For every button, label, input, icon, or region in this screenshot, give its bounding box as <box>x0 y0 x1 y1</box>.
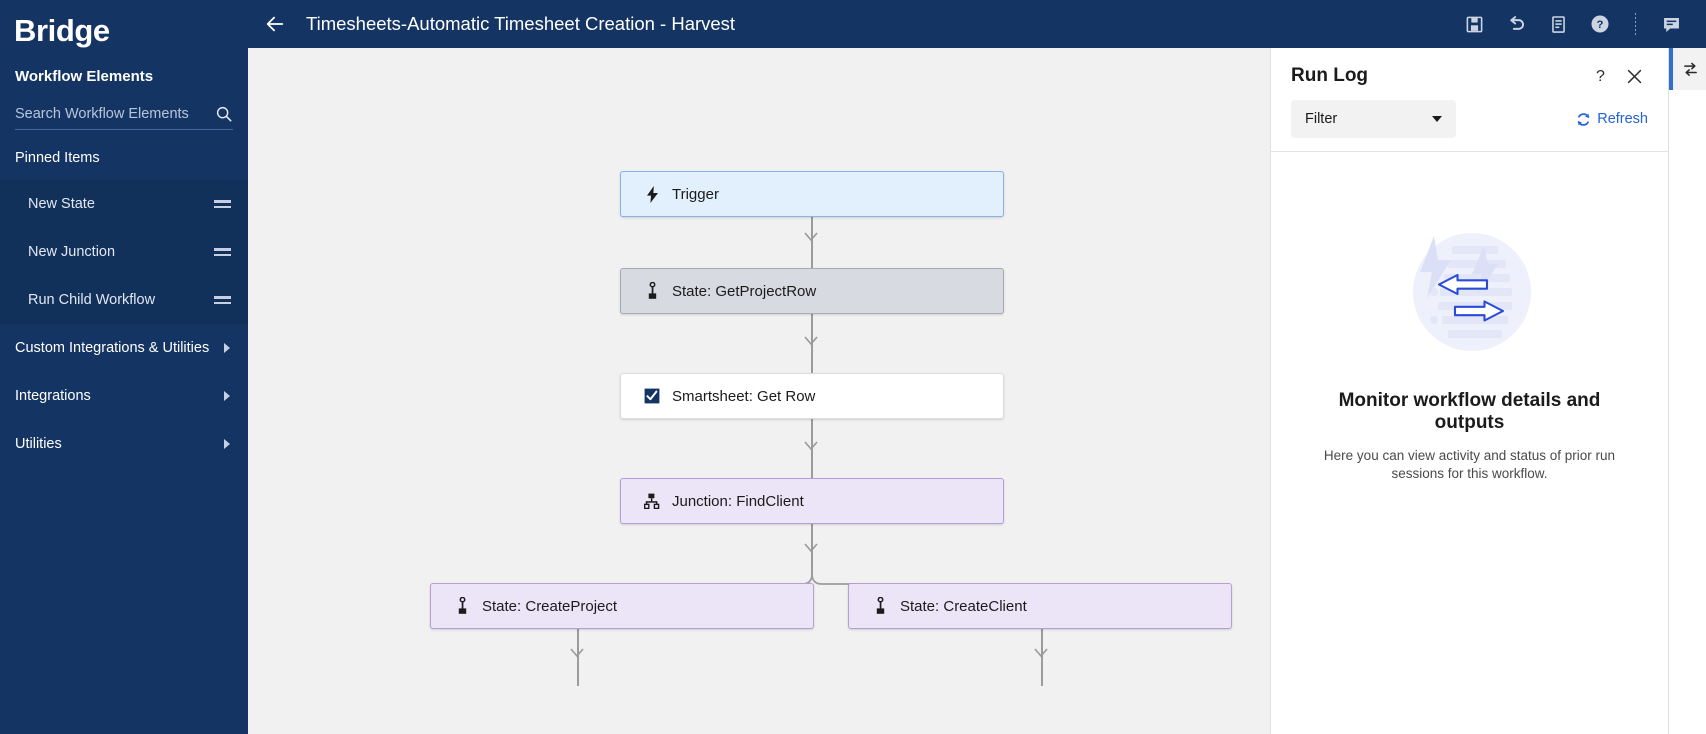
arrow-head-icon <box>1034 648 1048 658</box>
sidebar-panel-title: Workflow Elements <box>15 68 154 85</box>
swap-arrows-icon <box>1683 62 1697 76</box>
state-pin-icon <box>453 597 471 615</box>
sidebar-item-custom-integrations-utilities[interactable]: Custom Integrations & Utilities <box>0 324 248 372</box>
workflow-canvas[interactable]: Trigger State: GetProjectRow Smartsheet:… <box>248 48 1270 734</box>
sidebar-item-integrations[interactable]: Integrations <box>0 372 248 420</box>
edge-createproject-down <box>577 629 579 686</box>
edge-createclient-down <box>1041 629 1043 686</box>
workflow-node-label: Trigger <box>672 185 719 203</box>
help-button[interactable]: ? <box>1586 62 1614 90</box>
run-log-empty-state: Monitor workflow details and outputs Her… <box>1271 152 1668 483</box>
search-workflow-elements[interactable] <box>15 99 233 130</box>
help-button[interactable]: ? <box>1579 3 1621 45</box>
workflow-node-junction-findclient[interactable]: Junction: FindClient <box>620 478 1004 524</box>
junction-tree-icon <box>643 492 661 510</box>
edge-findclient-to-split <box>811 524 813 570</box>
panel-toggle-button[interactable] <box>1669 48 1706 90</box>
drag-handle-icon[interactable] <box>214 296 231 304</box>
edge-getprojectrow-to-getrow <box>811 314 813 392</box>
workflow-node-label: State: GetProjectRow <box>672 282 817 300</box>
run-log-panel: Run Log ? Filter <box>1270 48 1668 734</box>
pinned-item-label: Run Child Workflow <box>28 292 156 308</box>
workflow-node-label: Smartsheet: Get Row <box>672 387 816 405</box>
pinned-items-group: New State New Junction Run Child Workflo… <box>0 180 248 324</box>
edge-trigger-to-getprojectrow <box>811 216 813 286</box>
page-title: Timesheets-Automatic Timesheet Creation … <box>306 13 736 34</box>
save-button[interactable] <box>1453 3 1495 45</box>
sidebar-item-new-state[interactable]: New State <box>0 180 248 228</box>
nav-item-label: Custom Integrations & Utilities <box>15 340 210 356</box>
smartsheet-checkbox-icon <box>643 387 661 405</box>
run-log-header-actions: ? <box>1586 62 1648 90</box>
sidebar-item-run-child-workflow[interactable]: Run Child Workflow <box>0 276 248 324</box>
run-log-header: Run Log ? <box>1271 48 1668 90</box>
search-icon[interactable] <box>215 105 233 123</box>
toolbar-divider <box>1635 13 1636 35</box>
left-sidebar: Bridge Workflow Elements Pinned Items Ne… <box>0 0 248 734</box>
question-mark-icon: ? <box>1596 68 1605 85</box>
pinned-item-label: New Junction <box>28 244 116 260</box>
chevron-down-icon <box>1432 116 1442 122</box>
workflow-node-smartsheet-get-row[interactable]: Smartsheet: Get Row <box>620 373 1004 419</box>
refresh-label: Refresh <box>1597 111 1648 127</box>
pinned-item-label: New State <box>28 196 95 212</box>
workflow-node-state-createclient[interactable]: State: CreateClient <box>848 583 1232 629</box>
arrow-head-icon <box>804 336 818 346</box>
filter-dropdown-label: Filter <box>1305 111 1338 127</box>
sidebar-item-utilities[interactable]: Utilities <box>0 420 248 468</box>
undo-icon <box>1509 15 1524 30</box>
workflow-node-trigger[interactable]: Trigger <box>620 171 1004 217</box>
arrow-head-icon <box>570 648 584 658</box>
refresh-button[interactable]: Refresh <box>1576 111 1648 127</box>
sidebar-item-new-junction[interactable]: New Junction <box>0 228 248 276</box>
empty-state-subtitle: Here you can view activity and status of… <box>1323 448 1616 481</box>
save-icon <box>1466 16 1482 32</box>
comments-button[interactable] <box>1650 3 1692 45</box>
help-circle-icon: ? <box>1591 15 1609 33</box>
arrow-head-icon <box>804 232 818 242</box>
edge-getrow-to-findclient <box>811 419 813 497</box>
close-button[interactable] <box>1620 62 1648 90</box>
top-app-bar: Timesheets-Automatic Timesheet Creation … <box>248 0 1706 48</box>
svg-text:?: ? <box>1597 19 1604 31</box>
search-input[interactable] <box>15 106 195 122</box>
chevron-right-icon <box>224 391 230 401</box>
workflow-node-state-getprojectrow[interactable]: State: GetProjectRow <box>620 268 1004 314</box>
state-pin-icon <box>871 597 889 615</box>
workflow-node-label: State: CreateProject <box>482 597 618 615</box>
svg-text:?: ? <box>1596 68 1605 85</box>
nav-item-label: Integrations <box>15 388 91 404</box>
workflow-node-label: Junction: FindClient <box>672 492 804 510</box>
run-log-title: Run Log <box>1291 65 1369 86</box>
chevron-right-icon <box>224 439 230 449</box>
drag-handle-icon[interactable] <box>214 200 231 208</box>
workflow-node-label: State: CreateClient <box>900 597 1027 615</box>
run-log-empty-illustration <box>1412 233 1531 351</box>
state-pin-icon <box>643 282 661 300</box>
arrow-left-icon <box>266 16 284 32</box>
undo-button[interactable] <box>1495 3 1537 45</box>
empty-state-title: Monitor workflow details and outputs <box>1338 390 1601 433</box>
arrow-head-icon <box>804 441 818 451</box>
refresh-icon <box>1577 112 1590 126</box>
document-icon <box>1551 15 1565 33</box>
back-button[interactable] <box>255 4 295 44</box>
workflow-node-state-createproject[interactable]: State: CreateProject <box>430 583 814 629</box>
topbar-actions: ? <box>1453 0 1706 48</box>
drag-handle-icon[interactable] <box>214 248 231 256</box>
filter-dropdown[interactable]: Filter <box>1291 100 1456 138</box>
nav-item-label: Utilities <box>15 436 62 452</box>
brand-logo: Bridge <box>14 13 110 48</box>
documentation-button[interactable] <box>1537 3 1579 45</box>
right-rail <box>1668 48 1706 734</box>
arrow-head-icon <box>804 543 818 553</box>
chevron-right-icon <box>224 343 230 353</box>
lightning-bolt-icon <box>643 185 661 203</box>
pinned-items-label: Pinned Items <box>15 150 100 166</box>
comment-icon <box>1663 17 1679 32</box>
close-icon <box>1627 69 1641 83</box>
run-log-filter-row: Filter Refresh <box>1271 90 1668 138</box>
run-log-divider <box>1271 151 1668 152</box>
